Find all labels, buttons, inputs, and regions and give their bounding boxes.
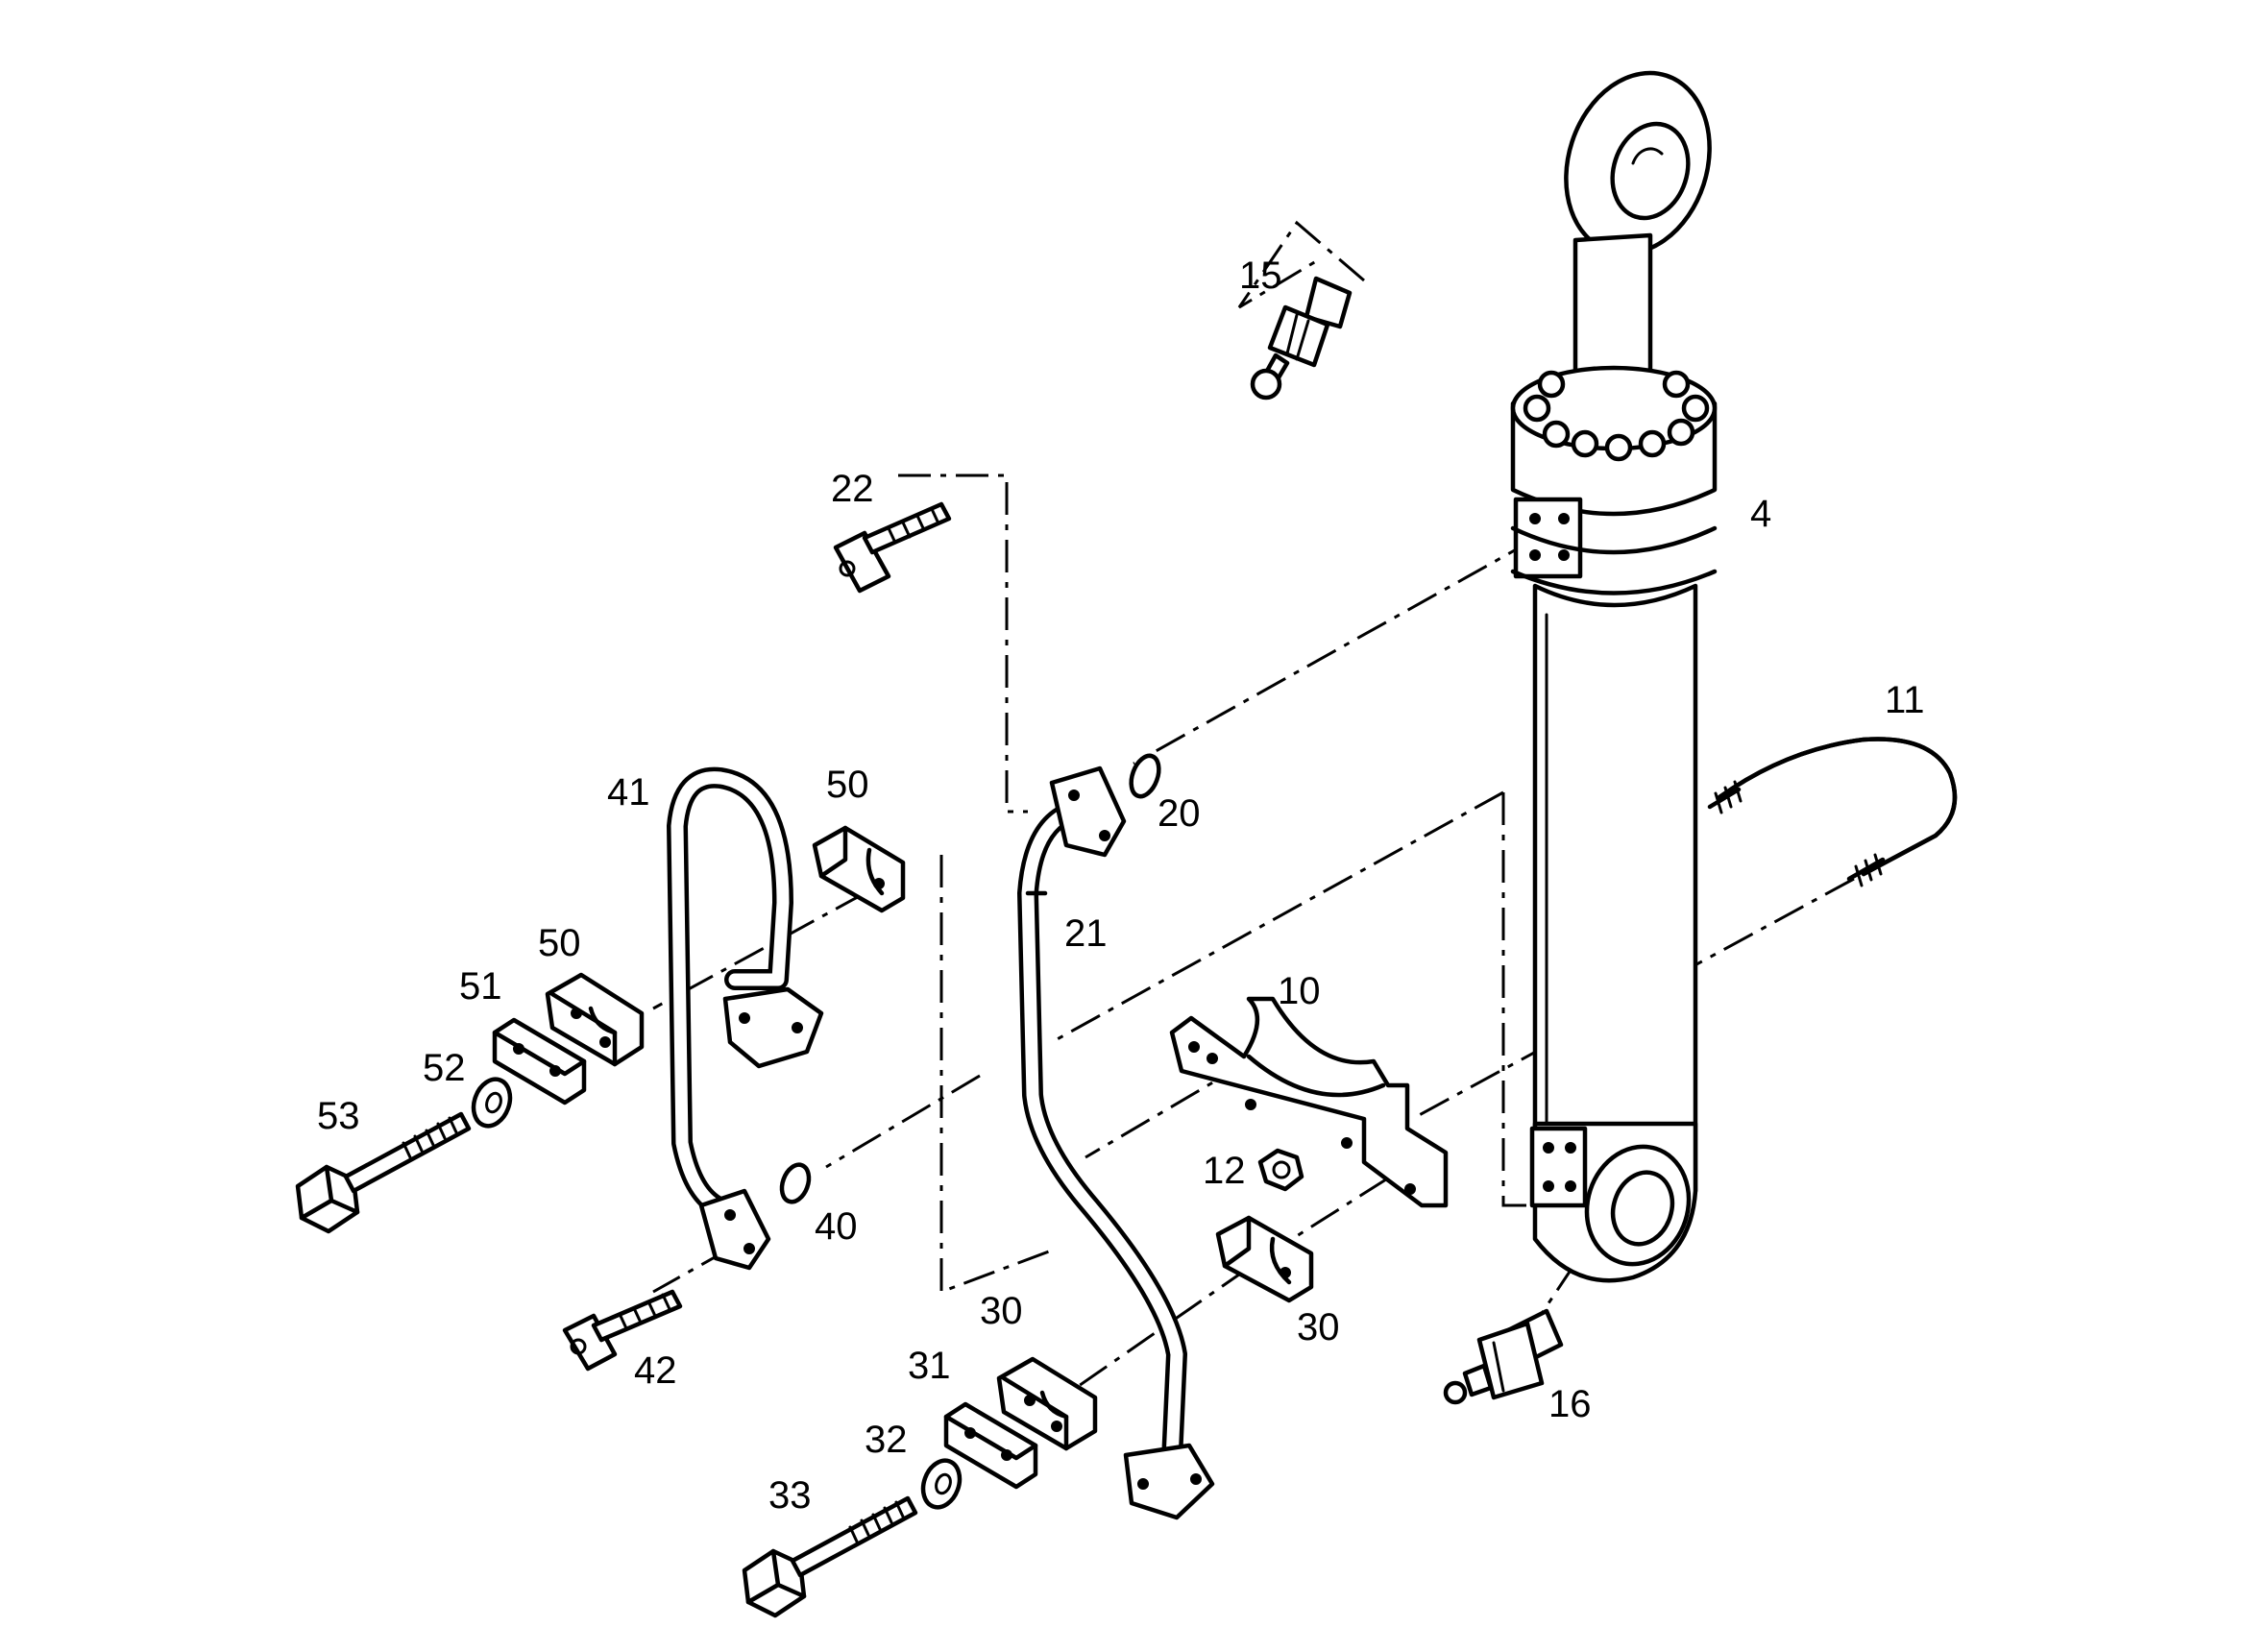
clamp-half-50-upper <box>812 825 906 913</box>
callout-51: 51 <box>459 965 502 1008</box>
callout-15: 15 <box>1239 255 1282 297</box>
callout-33: 33 <box>768 1474 812 1517</box>
tube-21 <box>1017 765 1215 1520</box>
callout-16: 16 <box>1548 1383 1592 1425</box>
callout-32: 32 <box>865 1419 908 1461</box>
callout-10: 10 <box>1278 970 1321 1012</box>
callout-30a: 30 <box>980 1290 1023 1332</box>
hex-bolt-53 <box>295 1111 472 1234</box>
callout-21: 21 <box>1064 912 1108 955</box>
callout-30b: 30 <box>1297 1306 1340 1348</box>
clamp-half-30-lower <box>996 1356 1098 1451</box>
callout-52: 52 <box>423 1047 466 1089</box>
clamp-half-50-lower <box>545 972 645 1067</box>
cover-plate-31 <box>943 1401 1038 1490</box>
callout-12: 12 <box>1203 1150 1246 1192</box>
callout-4: 4 <box>1750 493 1771 535</box>
hex-bolt-33 <box>742 1495 918 1618</box>
callout-31: 31 <box>908 1345 951 1387</box>
callout-41: 41 <box>607 771 650 814</box>
mounting-bracket <box>1169 996 1449 1208</box>
u-bolt <box>1707 737 1958 887</box>
callout-42: 42 <box>634 1349 677 1392</box>
cap-screw-42 <box>562 1289 683 1372</box>
callout-20: 20 <box>1158 792 1201 835</box>
washer-32 <box>920 1458 963 1510</box>
o-ring-20 <box>1129 753 1161 799</box>
washer-52 <box>471 1077 513 1129</box>
u-bolt-thread-right <box>1846 853 1886 887</box>
gland-bolts <box>1523 370 1710 462</box>
cover-plate-51 <box>492 1017 587 1105</box>
callout-50a: 50 <box>826 764 869 806</box>
callout-50b: 50 <box>538 922 581 964</box>
o-ring-40 <box>779 1162 812 1204</box>
hex-nut <box>1257 1148 1304 1192</box>
callout-11: 11 <box>1885 679 1925 721</box>
callout-40: 40 <box>815 1205 858 1248</box>
clamp-half-30-upper <box>1215 1215 1314 1303</box>
hydraulic-cylinder <box>1510 70 1718 1283</box>
grease-nipple-upper <box>1250 276 1353 401</box>
callout-53: 53 <box>317 1095 360 1137</box>
callout-22: 22 <box>831 468 874 510</box>
u-bolt-thread-left <box>1707 780 1743 814</box>
callout-labels: 4 10 11 12 15 16 20 21 22 30 30 31 32 33… <box>317 255 1925 1517</box>
grease-nipple-lower <box>1443 1308 1564 1405</box>
cap-screw-22 <box>833 501 952 594</box>
tube-41 <box>667 766 824 1271</box>
